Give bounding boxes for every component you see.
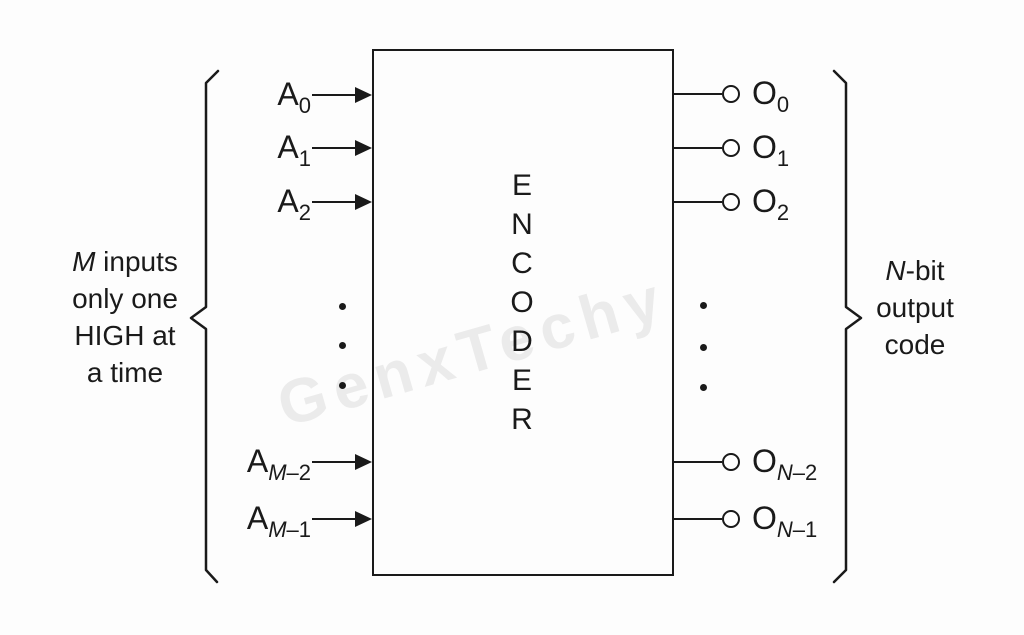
output-wire-o0: [672, 93, 722, 95]
input-wire-a0: [312, 94, 357, 96]
input-ellipsis-dot: [339, 303, 346, 310]
outputs-caption-line2: output: [876, 292, 954, 323]
input-wire-a2: [312, 201, 357, 203]
input-label-a0: A0: [277, 76, 311, 118]
encoder-box-label: ENCODER: [510, 169, 534, 436]
outputs-caption-line3: code: [884, 329, 946, 360]
output-label-o0: O0: [752, 75, 790, 117]
input-arrowhead-a1: [355, 140, 372, 156]
input-label-am2: AM–2: [246, 443, 311, 485]
output-ellipsis-dot: [700, 384, 707, 391]
inputs-caption-line3: HIGH at: [74, 320, 176, 351]
output-label-on2: ON–2: [752, 443, 818, 485]
output-bubble-on2: [722, 453, 740, 471]
input-label-a1: A1: [277, 129, 311, 171]
output-bubble-on1: [722, 510, 740, 528]
encoder-box: [372, 49, 674, 576]
output-ellipsis-dot: [700, 302, 707, 309]
input-wire-am2: [312, 461, 357, 463]
output-label-o1: O1: [752, 129, 790, 171]
input-wire-am1: [312, 518, 357, 520]
output-bubble-o2: [722, 193, 740, 211]
input-ellipsis-dot: [339, 342, 346, 349]
output-bubble-o0: [722, 85, 740, 103]
output-ellipsis-dot: [700, 344, 707, 351]
input-ellipsis-dot: [339, 382, 346, 389]
output-wire-on2: [672, 461, 722, 463]
input-wire-a1: [312, 147, 357, 149]
output-wire-on1: [672, 518, 722, 520]
output-wire-o1: [672, 147, 722, 149]
output-bubble-o1: [722, 139, 740, 157]
outputs-caption-line1: N-bit: [885, 255, 945, 286]
input-arrowhead-a2: [355, 194, 372, 210]
input-arrowhead-am1: [355, 511, 372, 527]
input-label-am1: AM–1: [246, 500, 311, 542]
output-label-o2: O2: [752, 183, 790, 225]
inputs-caption-line1: M inputs: [72, 246, 178, 277]
output-label-on1: ON–1: [752, 500, 818, 542]
inputs-caption: M inputs only one HIGH at a time: [25, 243, 225, 391]
outputs-caption: N-bit output code: [853, 252, 977, 363]
input-arrowhead-a0: [355, 87, 372, 103]
input-label-a2: A2: [277, 183, 311, 225]
input-arrowhead-am2: [355, 454, 372, 470]
inputs-caption-line4: a time: [86, 357, 164, 388]
inputs-caption-line2: only one: [72, 283, 178, 314]
output-wire-o2: [672, 201, 722, 203]
